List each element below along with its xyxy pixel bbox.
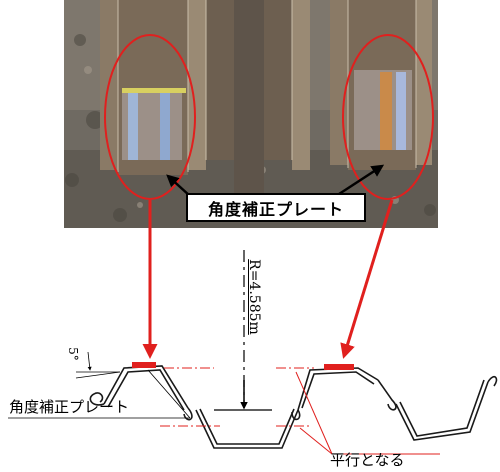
callout-arrow-right [335,164,385,198]
photo-plate-right [354,70,412,150]
angle-marker-line-2 [75,371,121,379]
plate-mark-right [324,364,354,370]
parallel-label: 平行となる [330,451,405,469]
parallel-reference-lines [160,367,314,427]
photo-label: 角度補正プレート [186,193,366,222]
highlight-ellipse-right [342,34,434,200]
leader-arrow-right [340,199,394,359]
parallel-leader-1 [295,371,333,455]
photo-plate-left [122,88,186,160]
angle-label: 5° [66,347,80,361]
angle-marker-arrow [87,351,92,371]
plate-label-leader [147,369,191,419]
radius-label: R=4.585m [246,259,262,335]
site-photo [64,0,438,228]
plate-mark-left [132,362,156,368]
callout-arrow-left [166,174,191,197]
parallel-leader-2 [299,427,333,455]
highlight-ellipse-left [104,34,196,200]
plate-label: 角度補正プレート [9,398,130,416]
